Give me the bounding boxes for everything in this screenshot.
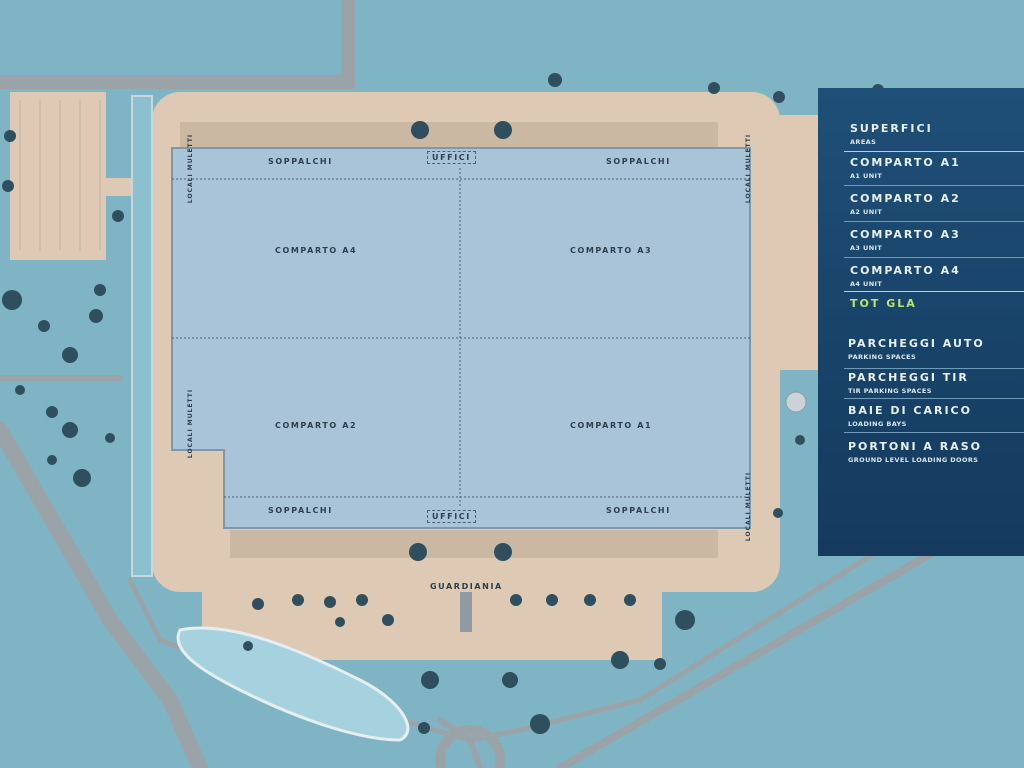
legend-subtitle: A3 UNIT	[850, 244, 883, 252]
dock-south	[230, 530, 718, 558]
legend-divider	[844, 398, 1024, 399]
canal	[131, 95, 153, 577]
parking-northwest	[10, 92, 106, 260]
label-soppalchi-bottom-left: SOPPALCHI	[268, 506, 333, 515]
legend-title: COMPARTO A4	[850, 264, 961, 277]
label-comparto-a2: COMPARTO A2	[275, 421, 358, 430]
legend-subtitle: LOADING BAYS	[848, 420, 907, 428]
label-soppalchi-top-right: SOPPALCHI	[606, 157, 671, 166]
label-soppalchi-bottom-right: SOPPALCHI	[606, 506, 671, 515]
legend-subtitle: PARKING SPACES	[848, 353, 917, 361]
roundabout	[435, 725, 505, 768]
legend-title: BAIE DI CARICO	[848, 404, 972, 417]
label-uffici-bottom: UFFICI	[427, 510, 476, 523]
legend-title: TOT GLA	[850, 297, 917, 310]
guard-house	[460, 592, 472, 632]
legend-subtitle: GROUND LEVEL LOADING DOORS	[848, 456, 979, 464]
legend-divider	[844, 368, 1024, 369]
legend-subtitle: A1 UNIT	[850, 172, 883, 180]
legend-title: COMPARTO A2	[850, 192, 961, 205]
legend-title: PARCHEGGI AUTO	[848, 337, 985, 350]
legend-title: PORTONI A RASO	[848, 440, 982, 453]
site-pad-east	[780, 115, 818, 370]
road-entrance	[437, 717, 483, 768]
legend-divider	[844, 151, 1024, 152]
label-comparto-a1: COMPARTO A1	[570, 421, 653, 430]
legend-divider	[844, 221, 1024, 222]
legend-title: PARCHEGGI TIR	[848, 371, 969, 384]
legend-subtitle: A2 UNIT	[850, 208, 883, 216]
label-locali-muletti-ne: LOCALI MULETTI	[745, 133, 753, 204]
road-west	[0, 422, 208, 768]
label-guardiania: GUARDIANIA	[430, 582, 503, 591]
road-south-ring	[127, 457, 1024, 743]
parking-stripes	[19, 100, 101, 250]
label-locali-muletti-se: LOCALI MULETTI	[745, 471, 753, 542]
legend-divider	[844, 291, 1024, 292]
compartment-dividers	[172, 168, 750, 508]
legend-subtitle: A4 UNIT	[850, 280, 883, 288]
pond	[176, 626, 410, 742]
label-locali-muletti-w: LOCALI MULETTI	[187, 388, 195, 459]
legend-title: SUPERFICI	[850, 122, 933, 135]
legend-subtitle: AREAS	[850, 138, 877, 146]
road-north	[0, 0, 355, 89]
label-soppalchi-top-left: SOPPALCHI	[268, 157, 333, 166]
label-comparto-a4: COMPARTO A4	[275, 246, 358, 255]
label-comparto-a3: COMPARTO A3	[570, 246, 653, 255]
silo	[785, 391, 807, 413]
legend-subtitle: TIR PARKING SPACES	[848, 387, 932, 395]
trees	[2, 73, 884, 734]
label-uffici-top: UFFICI	[427, 151, 476, 164]
dock-north	[180, 122, 718, 148]
legend-divider	[844, 257, 1024, 258]
legend-divider	[844, 185, 1024, 186]
legend-title: COMPARTO A3	[850, 228, 961, 241]
legend-title: COMPARTO A1	[850, 156, 961, 169]
legend-divider	[844, 432, 1024, 433]
legend-panel: SUPERFICI AREAS COMPARTO A1 A1 UNIT COMP…	[818, 88, 1024, 556]
label-locali-muletti-nw: LOCALI MULETTI	[187, 133, 195, 204]
